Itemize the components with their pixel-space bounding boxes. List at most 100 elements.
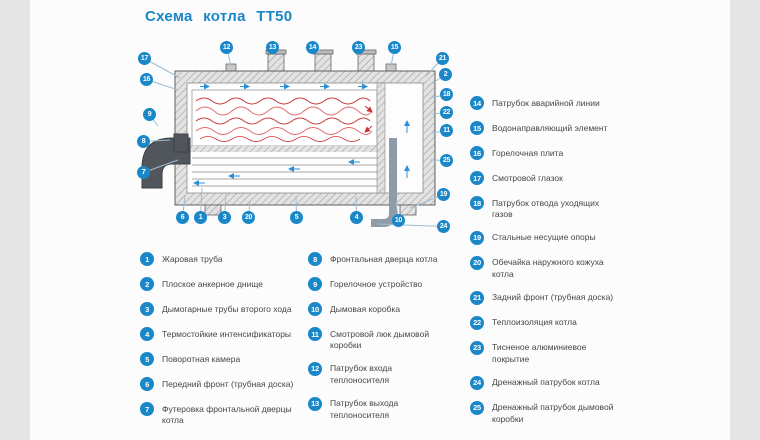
- legend-item-label: Дренажный патрубок дымовой коробки: [492, 402, 614, 424]
- diagram-callout-18: 18: [440, 88, 453, 101]
- legend-item-label: Патрубок отвода уходящих газов: [492, 197, 600, 219]
- legend-item-number: 22: [470, 315, 484, 330]
- legend-item-number: 13: [308, 396, 322, 411]
- legend-item-label: Дымогарные трубы второго хода: [162, 303, 292, 314]
- page-title: Схема котла ТТ50: [145, 8, 293, 25]
- legend-item: 6 Передний фронт (трубная доска): [140, 377, 300, 391]
- diagram-callout-13: 13: [266, 41, 279, 54]
- legend-item-label: Термостойкие интенсификаторы: [162, 328, 292, 339]
- diagram-callout-4: 4: [350, 211, 363, 224]
- legend-item-label: Водонаправляющий элемент: [492, 122, 608, 133]
- legend-item-number: 24: [470, 375, 484, 390]
- legend-item-number: 21: [470, 290, 484, 305]
- drain-pipe: [371, 138, 397, 227]
- legend-item: 20 Обечайка наружного кожуха котла: [470, 255, 640, 280]
- legend-item-label: Футеровка фронтальной дверцы котла: [162, 403, 292, 425]
- legend-item-number: 7: [140, 402, 154, 416]
- legend-item-number: 8: [308, 252, 322, 266]
- legend-item: 1 Жаровая труба: [140, 252, 300, 266]
- legend-item-number: 1: [140, 252, 154, 266]
- diagram-callout-11: 11: [440, 124, 453, 137]
- legend-item-label: Поворотная камера: [162, 353, 241, 364]
- diagram-callout-21: 21: [436, 52, 449, 65]
- legend-item-number: 10: [308, 302, 322, 316]
- legend-item: 19 Стальные несущие опоры: [470, 230, 640, 245]
- smoke-tubes: [187, 146, 377, 187]
- diagram-callout-22: 22: [440, 106, 453, 119]
- diagram-callout-3: 3: [218, 211, 231, 224]
- diagram-callout-23: 23: [352, 41, 365, 54]
- legend-item: 10 Дымовая коробка: [308, 302, 458, 316]
- legend-item-label: Дренажный патрубок котла: [492, 377, 600, 388]
- legend-item: 22 Теплоизоляция котла: [470, 315, 640, 330]
- legend-item-number: 5: [140, 352, 154, 366]
- legend-item-label: Смотровой люк дымовой коробки: [330, 328, 430, 350]
- legend-item-label: Тисненое алюминиевое покрытие: [492, 342, 587, 364]
- flame-lines: [195, 97, 373, 142]
- legend-item-number: 3: [140, 302, 154, 316]
- legend-item-number: 14: [470, 96, 484, 110]
- diagram-callout-14: 14: [306, 41, 319, 54]
- content: Схема котла ТТ50: [30, 0, 730, 440]
- diagram-callout-7: 7: [137, 166, 150, 179]
- legend-item-label: Передний фронт (трубная доска): [162, 378, 294, 389]
- diagram-callout-15: 15: [388, 41, 401, 54]
- diagram-callout-1: 1: [194, 211, 207, 224]
- legend-item: 7 Футеровка фронтальной дверцы котла: [140, 402, 300, 426]
- diagram-callout-6: 6: [176, 211, 189, 224]
- legend-item: 2 Плоское анкерное днище: [140, 277, 300, 291]
- legend-item: 3 Дымогарные трубы второго хода: [140, 302, 300, 316]
- legend-item-number: 19: [470, 230, 484, 245]
- diagram-callout-8: 8: [137, 135, 150, 148]
- legend-item-label: Жаровая труба: [162, 253, 223, 264]
- legend-item: 24 Дренажный патрубок котла: [470, 375, 640, 390]
- diagram-callout-10: 10: [392, 214, 405, 227]
- legend-item-number: 15: [470, 121, 484, 135]
- legend-item-number: 6: [140, 377, 154, 391]
- legend-item-number: 17: [470, 171, 484, 185]
- diagram-callout-24: 24: [437, 220, 450, 233]
- legend-item-number: 20: [470, 255, 484, 270]
- legend-item: 18 Патрубок отвода уходящих газов: [470, 196, 640, 220]
- legend-item: 5 Поворотная камера: [140, 352, 300, 366]
- legend-item-number: 16: [470, 146, 484, 160]
- legend-item-label: Горелочная плита: [492, 147, 564, 158]
- diagram-callout-16: 16: [140, 73, 153, 86]
- legend-item-label: Обечайка наружного кожуха котла: [492, 257, 604, 279]
- legend-item-label: Плоское анкерное днище: [162, 278, 263, 289]
- legend-item-number: 9: [308, 277, 322, 291]
- legend-item-number: 18: [470, 196, 484, 210]
- legend-item-label: Стальные несущие опоры: [492, 232, 596, 243]
- diagram-callout-17: 17: [138, 52, 151, 65]
- legend-item: 16 Горелочная плита: [470, 146, 640, 160]
- legend-item-number: 23: [470, 340, 484, 355]
- legend-item: 15 Водонаправляющий элемент: [470, 121, 640, 135]
- diagram-callout-2: 2: [439, 68, 452, 81]
- support-legs: [204, 204, 417, 216]
- legend-item-label: Теплоизоляция котла: [492, 317, 577, 328]
- legend-item: 23 Тисненое алюминиевое покрытие: [470, 340, 640, 365]
- diagram-callout-25: 25: [440, 154, 453, 167]
- diagram-callout-20: 20: [242, 211, 255, 224]
- legend-item-number: 2: [140, 277, 154, 291]
- flow-arrows: [193, 83, 410, 186]
- diagram-callout-19: 19: [437, 188, 450, 201]
- diagram-callout-9: 9: [143, 108, 156, 121]
- smoke-box: [371, 82, 397, 227]
- legend-column: 1 Жаровая труба 2 Плоское анкерное днище 3 Ды…: [140, 252, 300, 426]
- legend-item-label: Дымовая коробка: [330, 303, 401, 314]
- diagram-callout-5: 5: [290, 211, 303, 224]
